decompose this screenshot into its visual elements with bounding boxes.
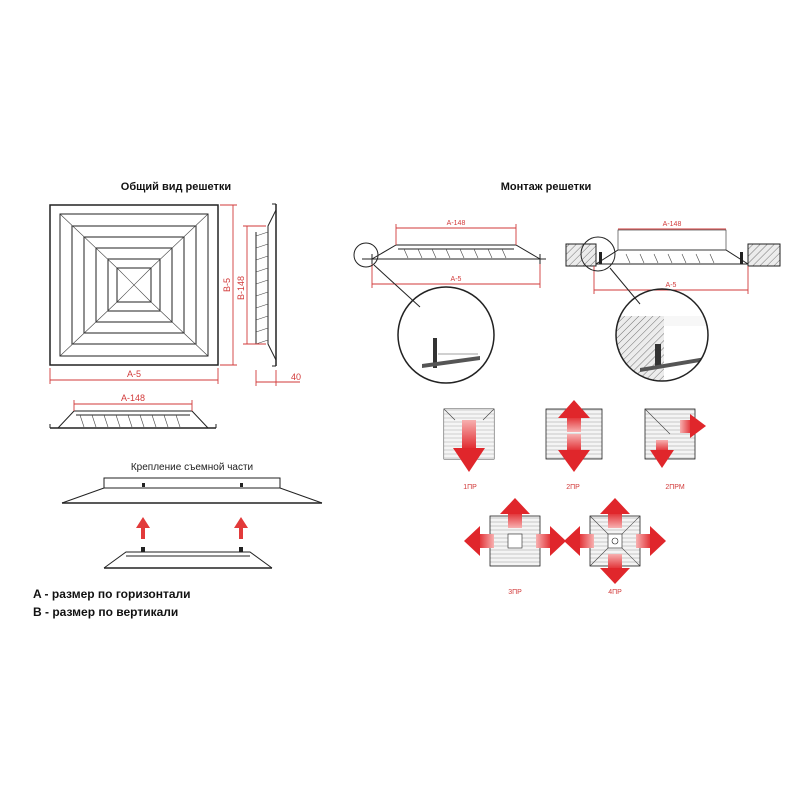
general-view-title: Общий вид решетки [121,181,231,193]
dim-mount-right-a-5: A-5 [666,282,677,289]
dim-mount-left-a-148: A-148 [447,220,466,227]
dim-section-a-148: A-148 [121,393,145,403]
dim-side-b-148: B-148 [236,276,246,300]
dim-mount-left-a-5: A-5 [451,276,462,283]
airflow-1pr-label: 1ПР [463,484,477,491]
dim-front-a-5: A-5 [127,369,141,379]
mounting-title: Монтаж решетки [501,181,592,193]
dim-front-b-5: B-5 [222,278,232,292]
dim-mount-right-a-148: A-148 [663,221,682,228]
airflow-2prm-icon [644,408,706,468]
removable-fixing-drawing [61,477,323,569]
airflow-4pr-label: 4ПР [608,589,622,596]
airflow-2pr-label: 2ПР [566,484,580,491]
mounting-left-drawing: A-148 A-5 [353,220,546,384]
grille-section-view: A-148 [49,393,217,429]
airflow-3pr-icon [464,498,566,567]
grille-front-view: A-5 B-5 [49,204,237,384]
airflow-1pr-icon [443,408,495,472]
legend-b: B - размер по вертикали [33,605,178,619]
mounting-right-drawing: A-148 A-5 [565,221,781,382]
grille-side-view: B-148 40 [236,203,301,386]
legend-a: A - размер по горизонтали [33,587,191,601]
dim-side-40: 40 [291,372,301,382]
airflow-2prm-label: 2ПРМ [665,484,685,491]
airflow-2pr-icon [545,400,603,472]
airflow-3pr-label: 3ПР [508,589,522,596]
removable-fixing-title: Крепление съемной части [131,462,253,473]
airflow-4pr-icon [564,498,666,584]
